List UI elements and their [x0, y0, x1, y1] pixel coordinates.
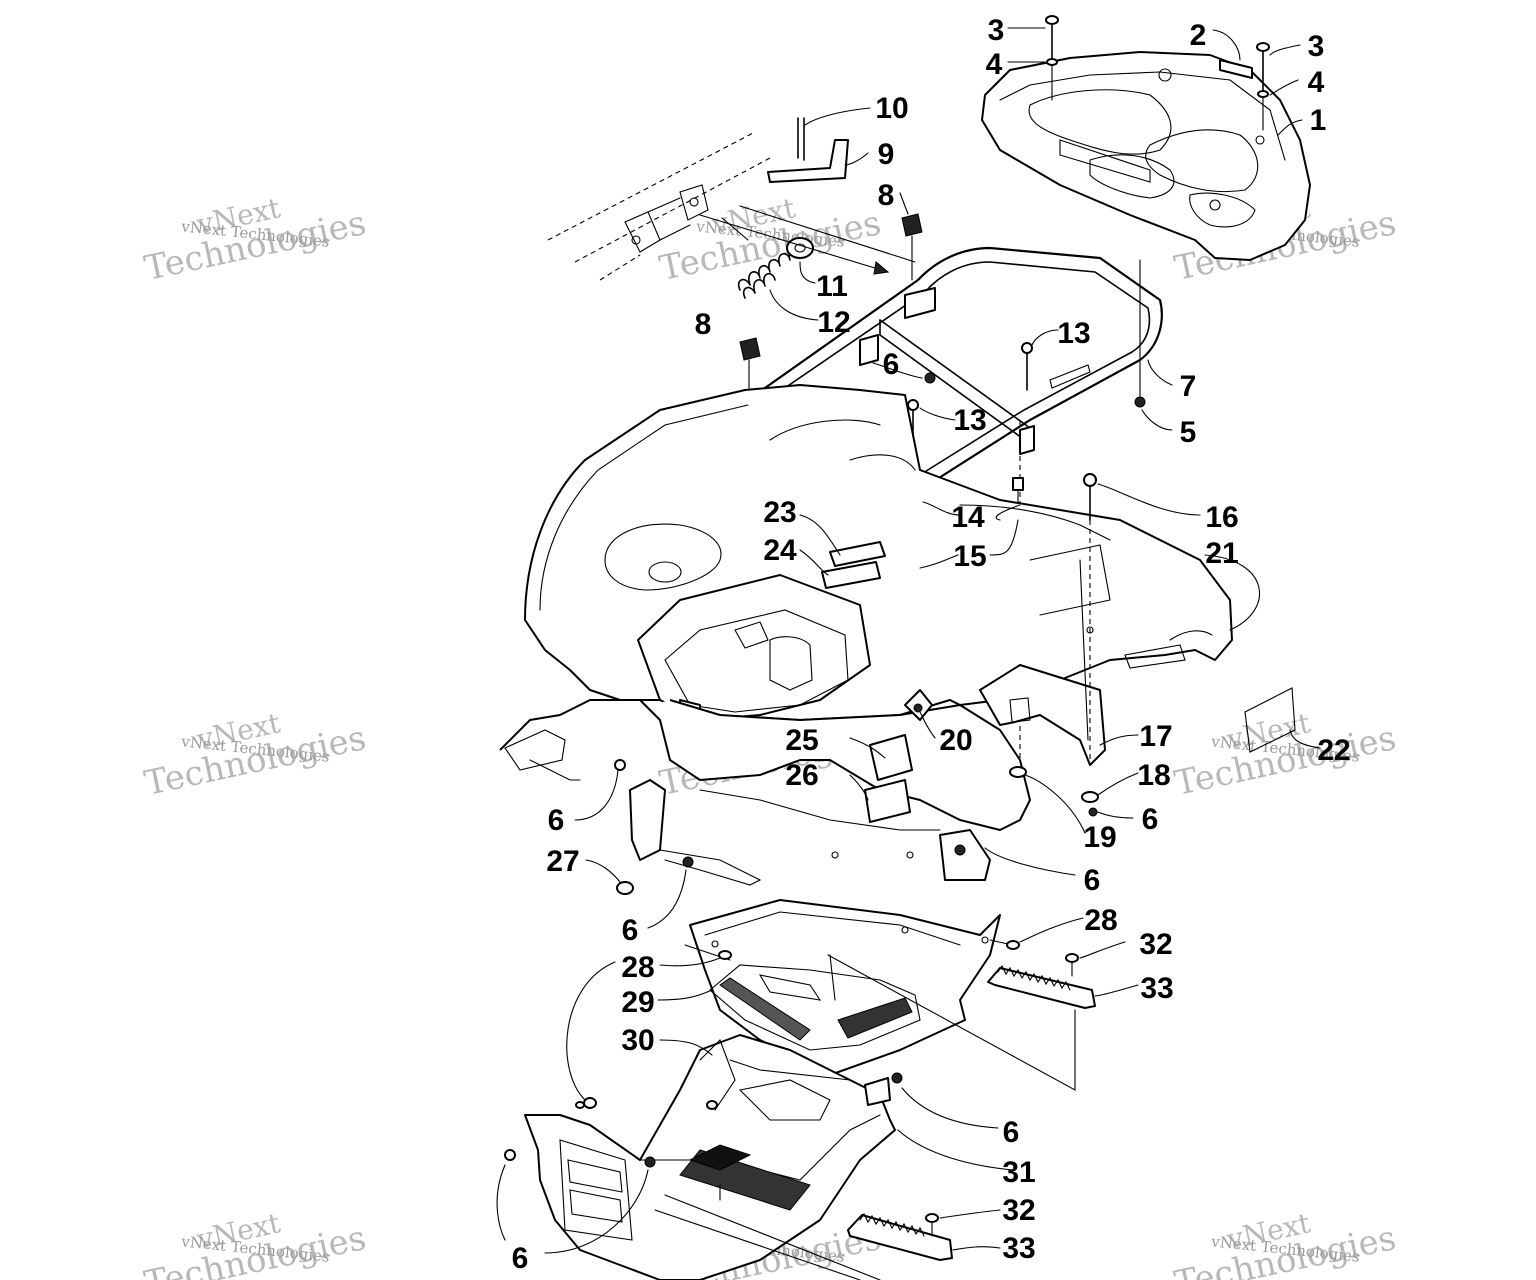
rear-fender — [524, 384, 1233, 721]
callout-6: 6 — [1003, 1116, 1020, 1149]
callout-13: 13 — [1057, 317, 1090, 350]
bumper-27 — [614, 759, 634, 895]
trim-20 — [904, 689, 933, 721]
callout-31: 31 — [1002, 1156, 1035, 1189]
callout-9: 9 — [878, 138, 895, 171]
arrows — [699, 205, 916, 275]
leader-bracket — [827, 954, 1076, 1091]
callout-6: 6 — [1142, 803, 1159, 836]
callout-28: 28 — [621, 951, 654, 984]
screw-32-lower — [925, 1213, 939, 1237]
callout-5: 5 — [1180, 416, 1197, 449]
callout-21: 21 — [1205, 537, 1238, 570]
footpeg-33-upper — [987, 964, 1096, 1009]
callout-3: 3 — [1308, 30, 1325, 63]
callout-6: 6 — [622, 914, 639, 947]
callout-4: 4 — [986, 48, 1003, 81]
callout-6: 6 — [512, 1242, 529, 1275]
callout-2: 2 — [1190, 19, 1207, 52]
callout-33: 33 — [1140, 972, 1173, 1005]
callout-19: 19 — [1083, 821, 1116, 854]
plug-8-left — [739, 337, 761, 393]
callout-33: 33 — [1002, 1232, 1035, 1265]
bolt-16 — [1083, 473, 1097, 760]
callout-17: 17 — [1139, 720, 1172, 753]
callout-6: 6 — [1084, 864, 1101, 897]
callout-32: 32 — [1139, 928, 1172, 961]
footwell-31 — [524, 1034, 896, 1280]
screw-28-a — [718, 939, 1020, 960]
callout-3: 3 — [988, 14, 1005, 47]
callout-13: 13 — [953, 404, 986, 437]
callout-15: 15 — [953, 540, 986, 573]
callout-20: 20 — [939, 724, 972, 757]
latch-handle-9 — [767, 139, 849, 183]
callout-25: 25 — [785, 724, 818, 757]
rear-rack-cover — [981, 51, 1311, 261]
bolt-3-right — [1256, 42, 1270, 131]
footwell-29 — [684, 899, 1001, 1076]
footpeg-33-lower — [847, 1212, 953, 1261]
reflector-22 — [1244, 687, 1296, 753]
plug-8-top — [901, 213, 923, 281]
callout-6: 6 — [548, 804, 565, 837]
callout-23: 23 — [763, 496, 796, 529]
callout-18: 18 — [1137, 759, 1170, 792]
leader-lines — [496, 27, 1321, 1254]
lower-leaders — [654, 1184, 881, 1280]
callout-27: 27 — [546, 845, 579, 878]
callout-11: 11 — [816, 270, 848, 303]
pin-10 — [797, 117, 805, 161]
callout-32: 32 — [1002, 1194, 1035, 1227]
callout-7: 7 — [1180, 370, 1197, 403]
callout-24: 24 — [763, 534, 797, 567]
callout-14: 14 — [951, 501, 985, 534]
callout-29: 29 — [621, 986, 654, 1019]
spring-12 — [737, 248, 801, 299]
callout-6: 6 — [883, 348, 900, 381]
washers-18-19 — [1009, 766, 1099, 817]
callout-10: 10 — [875, 92, 908, 125]
callout-12: 12 — [817, 306, 850, 339]
bracket-17 — [979, 559, 1106, 766]
bolt-3-left — [1045, 15, 1059, 101]
callout-1: 1 — [1310, 104, 1327, 137]
callout-16: 16 — [1205, 501, 1238, 534]
mount-bracket — [547, 131, 771, 281]
decal-2 — [1219, 59, 1253, 79]
nuts-lower — [504, 1072, 903, 1168]
callout-26: 26 — [785, 759, 818, 792]
screw-32-upper — [1065, 953, 1079, 977]
callout-28: 28 — [1084, 904, 1117, 937]
callout-8: 8 — [695, 308, 712, 341]
callout-8: 8 — [878, 179, 895, 212]
callout-30: 30 — [621, 1024, 654, 1057]
nut-6-mid — [682, 856, 694, 868]
nut-6-top — [924, 372, 936, 384]
callout-22: 22 — [1317, 734, 1350, 767]
nut-5 — [1134, 259, 1146, 408]
fender-skirt — [499, 699, 1031, 886]
callout-4: 4 — [1308, 66, 1325, 99]
